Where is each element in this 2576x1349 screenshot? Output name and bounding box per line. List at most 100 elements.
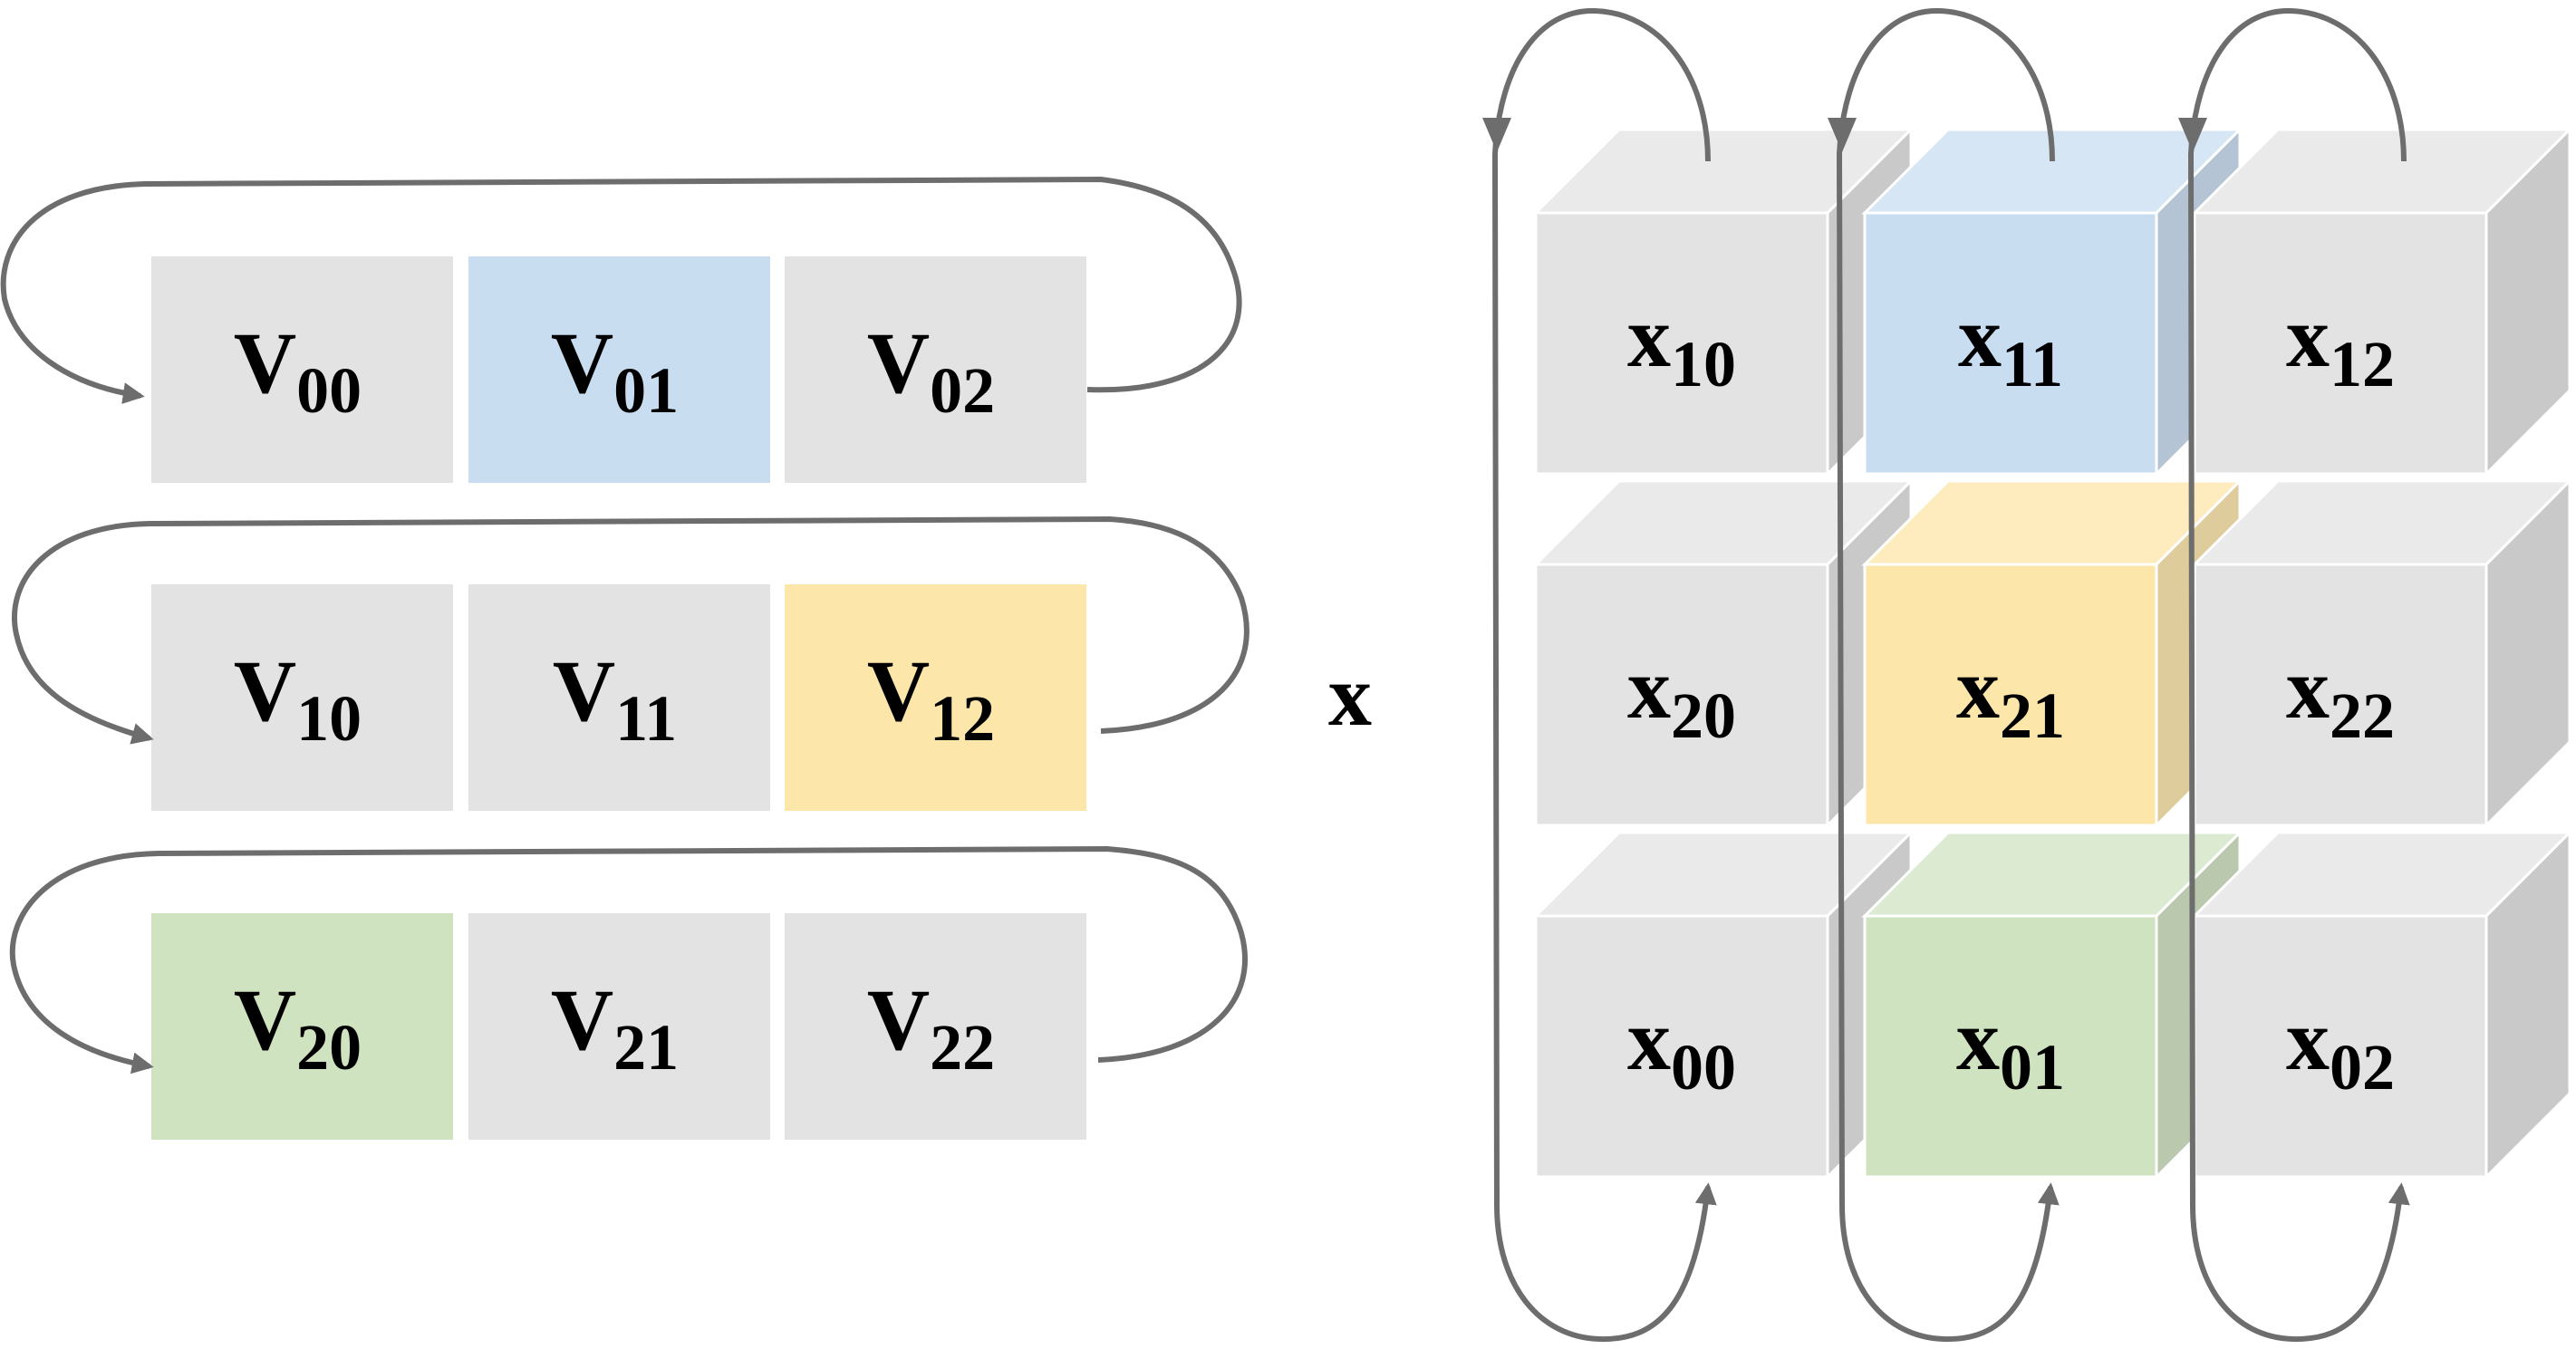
cube-label-x01: x01 <box>1956 991 2065 1103</box>
cell-label-base: x <box>1627 288 1671 385</box>
cell-label-base: x <box>1627 640 1671 737</box>
multiply-operator: x <box>1328 647 1372 744</box>
cell-label-subscript: 02 <box>930 354 995 427</box>
cell-label-base: x <box>1958 288 2002 385</box>
cell-label-base: x <box>1627 991 1671 1088</box>
cell-label-subscript: 00 <box>296 354 362 427</box>
cell-fill <box>151 584 453 811</box>
cell-fill <box>468 913 770 1140</box>
cube-label-x20: x20 <box>1627 640 1736 752</box>
cell-label-subscript: 01 <box>2000 1031 2065 1103</box>
row-0-cycle-arrow <box>0 176 1242 405</box>
cell-label-base: x <box>2286 991 2330 1088</box>
cell-label-subscript: 20 <box>1671 679 1736 752</box>
cube-label-x22: x22 <box>2286 640 2395 752</box>
cell-label-subscript: 11 <box>2002 328 2063 400</box>
cube-x21: x21 <box>1861 477 2243 829</box>
column-0-cycle-arrow <box>1491 7 1717 1343</box>
cell-label-subscript: 12 <box>2330 328 2395 400</box>
matrix-cell-v12: V12 <box>785 584 1086 811</box>
matrix-cell-v20: V20 <box>151 913 453 1140</box>
cube-label-x10: x10 <box>1627 288 1736 400</box>
cell-label-v02: V02 <box>867 314 995 427</box>
cell-label-v12: V12 <box>867 642 995 755</box>
cell-label-base: V <box>553 642 615 739</box>
cube-label-x21: x21 <box>1956 640 2065 752</box>
cube-x11: x11 <box>1861 126 2243 477</box>
cell-fill <box>785 584 1086 811</box>
cube-label-x12: x12 <box>2286 288 2395 400</box>
row-2-cycle-arrow <box>9 845 1248 1074</box>
cell-label-v20: V20 <box>234 971 362 1084</box>
cube-label-x00: x00 <box>1627 991 1736 1103</box>
column-1-cycle-arrow <box>1836 7 2060 1343</box>
cube-front-face <box>1863 211 2158 476</box>
cube-front-face <box>2193 211 2488 476</box>
cell-fill <box>468 256 770 483</box>
matrix-cell-v02: V02 <box>785 256 1086 483</box>
cell-label-v10: V10 <box>234 642 362 755</box>
cell-label-subscript: 00 <box>1671 1031 1736 1103</box>
cell-label-subscript: 20 <box>296 1011 362 1084</box>
right-column-cycle-arrows <box>1482 7 2410 1343</box>
cube-front-face <box>1534 211 1829 476</box>
column-2-cycle-arrow <box>2187 7 2410 1343</box>
cell-label-v21: V21 <box>551 971 679 1084</box>
matrix-cell-v00: V00 <box>151 256 453 483</box>
cell-label-base: V <box>234 642 296 739</box>
cell-label-base: V <box>551 314 613 411</box>
cell-label-v01: V01 <box>551 314 679 427</box>
cell-label-subscript: 22 <box>930 1011 995 1084</box>
matrix-cell-v11: V11 <box>468 584 770 811</box>
cell-label-base: V <box>867 642 930 739</box>
cell-label-v00: V00 <box>234 314 362 427</box>
cell-label-subscript: 22 <box>2330 679 2395 752</box>
cell-label-v22: V22 <box>867 971 995 1084</box>
cell-label-subscript: 21 <box>2000 679 2065 752</box>
cube-x12: x12 <box>2191 126 2573 477</box>
cell-label-subscript: 10 <box>296 682 362 755</box>
cell-label-base: V <box>867 314 930 411</box>
cube-label-x02: x02 <box>2286 991 2395 1103</box>
cell-label-subscript: 10 <box>1671 328 1736 400</box>
left-row-cycle-arrows <box>0 176 1249 1074</box>
cell-fill <box>151 256 453 483</box>
cell-label-base: V <box>234 314 296 411</box>
matrix-cell-v22: V22 <box>785 913 1086 1140</box>
matrix-cell-v10: V10 <box>151 584 453 811</box>
cell-fill <box>785 256 1086 483</box>
cell-label-subscript: 21 <box>613 1011 679 1084</box>
cell-label-base: V <box>867 971 930 1068</box>
cube-front-face <box>1863 914 2158 1179</box>
column-0-down-arrowhead <box>1482 118 1511 152</box>
cell-fill <box>468 584 770 811</box>
column-2-down-arrowhead <box>2178 118 2207 152</box>
cell-label-base: V <box>551 971 613 1068</box>
cube-label-x11: x11 <box>1958 288 2063 400</box>
cell-label-base: x <box>1956 640 2000 737</box>
column-1-down-arrowhead <box>1828 118 1857 152</box>
cell-label-base: x <box>1956 991 2000 1088</box>
cube-x22: x22 <box>2191 477 2573 829</box>
cell-label-base: x <box>2286 288 2330 385</box>
cube-front-face <box>1534 914 1829 1179</box>
cube-x02: x02 <box>2191 829 2573 1180</box>
cube-front-face <box>2193 914 2488 1179</box>
cell-label-v11: V11 <box>553 642 677 755</box>
row-1-cycle-arrow <box>12 516 1249 745</box>
cube-x01: x01 <box>1861 829 2243 1180</box>
cell-label-base: V <box>234 971 296 1068</box>
cell-label-subscript: 11 <box>615 682 677 755</box>
cell-label-subscript: 01 <box>613 354 679 427</box>
cube-x00: x00 <box>1532 829 1915 1180</box>
cube-front-face <box>1863 563 2158 827</box>
cell-fill <box>785 913 1086 1140</box>
cell-label-subscript: 02 <box>2330 1031 2395 1103</box>
cube-x20: x20 <box>1532 477 1915 829</box>
matrix-cell-v21: V21 <box>468 913 770 1140</box>
cube-front-face <box>1534 563 1829 827</box>
cell-fill <box>151 913 453 1140</box>
